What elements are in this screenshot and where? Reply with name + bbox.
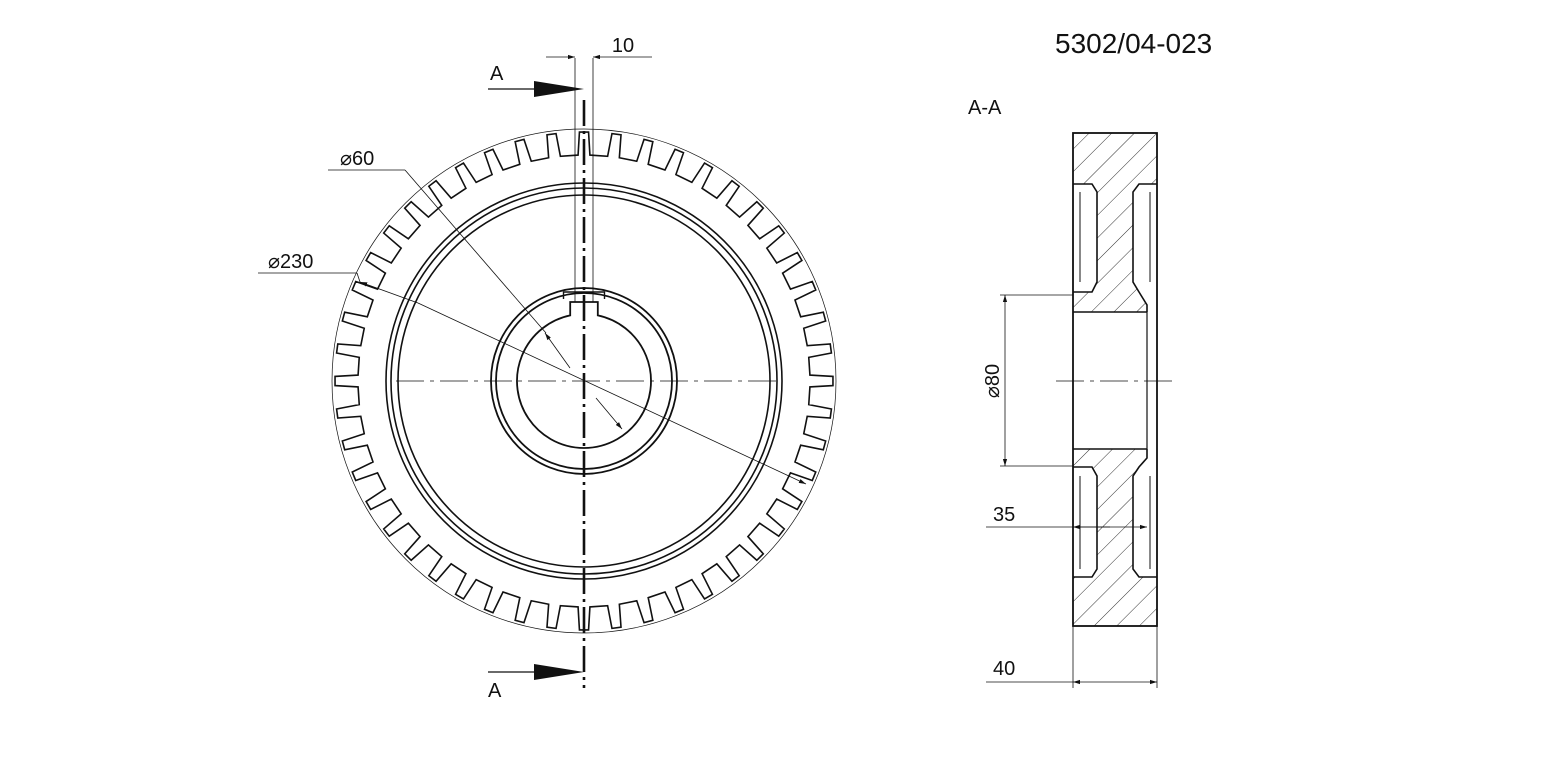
drawing-number: 5302/04-023 bbox=[1055, 28, 1212, 59]
hub-leader-line bbox=[404, 169, 547, 334]
section-label: A-A bbox=[968, 97, 1002, 119]
bore-diameter-label: ⌀80 bbox=[982, 364, 1004, 398]
lower-left-pocket bbox=[1073, 466, 1098, 578]
face-width-value: 40 bbox=[993, 658, 1015, 680]
upper-right-pocket bbox=[1132, 183, 1157, 312]
key-width-value: 10 bbox=[612, 35, 634, 57]
gear-tooth-profile bbox=[334, 131, 834, 631]
web-thickness-value: 35 bbox=[993, 504, 1015, 526]
gear-front-view: 10 A A ⌀230 ⌀60 bbox=[258, 35, 837, 702]
od-dim-arrow-left bbox=[359, 281, 419, 304]
section-outline bbox=[1072, 132, 1158, 627]
lower-section-hatch bbox=[1073, 449, 1157, 626]
gear-section-view: ⌀80 35 40 A-A bbox=[968, 97, 1174, 688]
upper-left-pocket bbox=[1073, 183, 1098, 293]
lower-right-pocket bbox=[1132, 449, 1157, 578]
hub-dim-arrow-lower bbox=[595, 397, 623, 430]
hub-dim-arrow-upper bbox=[544, 332, 571, 369]
cut-marker-top: A bbox=[490, 63, 504, 85]
cut-arrow-top-head bbox=[534, 81, 584, 97]
bore-with-keyway bbox=[516, 301, 652, 449]
od-dim-line bbox=[417, 302, 807, 485]
hub-diameter-label: ⌀60 bbox=[340, 148, 374, 170]
keyway-chamfer bbox=[562, 291, 606, 299]
cut-arrow-bottom-head bbox=[534, 664, 584, 680]
od-leader-tick bbox=[356, 272, 361, 283]
outer-diameter-label: ⌀230 bbox=[268, 251, 313, 273]
cut-marker-bottom: A bbox=[488, 680, 502, 702]
upper-section-hatch bbox=[1073, 133, 1157, 312]
